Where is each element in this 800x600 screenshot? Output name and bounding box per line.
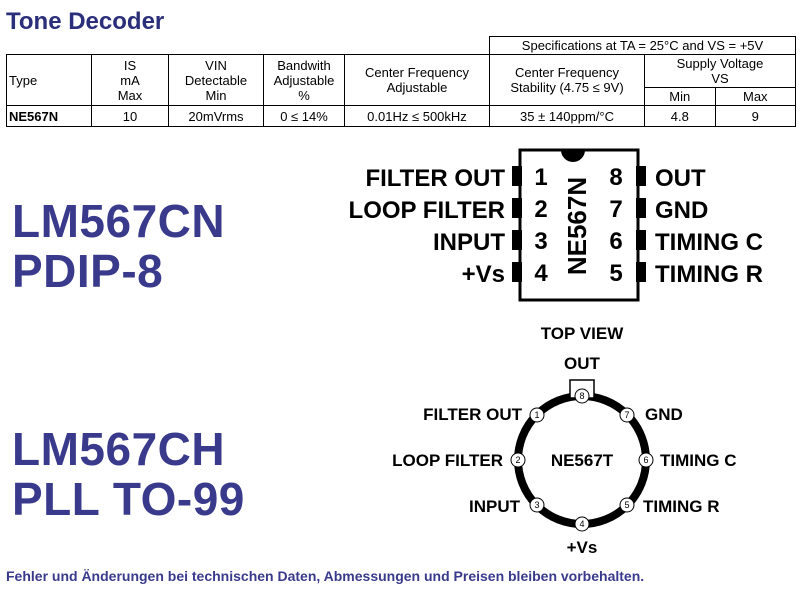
spec-header: Specifications at TA = 25°C and VS = +5V bbox=[489, 36, 796, 55]
pdip-pin-stub-7 bbox=[636, 198, 646, 218]
cell-is: 10 bbox=[91, 105, 169, 127]
to99-pin-name-1: FILTER OUT bbox=[423, 405, 522, 424]
to99-label-line1: LM567CH bbox=[12, 423, 226, 475]
to99-pin-name-6: TIMING C bbox=[660, 451, 737, 470]
pdip-pin-name-1: FILTER OUT bbox=[365, 165, 505, 192]
pdip-label-line1: LM567CN bbox=[12, 195, 226, 247]
to99-pin-num-6: 6 bbox=[643, 455, 648, 465]
pdip-label-line2: PDIP-8 bbox=[12, 245, 164, 297]
to99-pin-name-5: TIMING R bbox=[643, 497, 720, 516]
to99-pin-name-8: OUT bbox=[564, 354, 601, 373]
cell-type: NE567N bbox=[6, 105, 92, 127]
to99-pin-3: 3 bbox=[529, 497, 545, 513]
spec-table: Specifications at TA = 25°C and VS = +5V… bbox=[6, 36, 797, 127]
pdip-pin-stub-6 bbox=[636, 230, 646, 250]
col-type: Type bbox=[6, 54, 92, 106]
to99-pin-name-4: +Vs bbox=[567, 538, 598, 557]
pdip-pin-num-6: 6 bbox=[609, 228, 622, 255]
pdip-pin-name-4: +Vs bbox=[462, 261, 505, 288]
to99-chip-name: NE567T bbox=[551, 451, 614, 470]
to99-pin-4: 4 bbox=[574, 516, 590, 532]
pdip-pin-num-7: 7 bbox=[609, 196, 622, 223]
pdip-pin-num-5: 5 bbox=[609, 260, 622, 287]
page-title: Tone Decoder bbox=[6, 8, 165, 35]
pdip-pin-name-6: TIMING C bbox=[655, 229, 763, 256]
pdip-pin-num-3: 3 bbox=[534, 228, 547, 255]
cell-cs: 35 ± 140ppm/°C bbox=[489, 105, 645, 127]
to99-pin-1: 1 bbox=[529, 407, 545, 423]
to99-pin-num-4: 4 bbox=[579, 519, 584, 529]
table-row: NE567N 10 20mVrms 0 ≤ 14% 0.01Hz ≤ 500kH… bbox=[6, 105, 797, 127]
pdip-label: LM567CN PDIP-8 bbox=[12, 196, 225, 296]
to99-pin-5: 5 bbox=[619, 497, 635, 513]
pdip-pin-num-2: 2 bbox=[534, 196, 547, 223]
to99-pin-2: 2 bbox=[510, 452, 526, 468]
footer-disclaimer: Fehler und Änderungen bei technischen Da… bbox=[6, 568, 645, 584]
to99-pin-num-3: 3 bbox=[534, 500, 539, 510]
pdip-pin-stub-5 bbox=[636, 262, 646, 282]
cell-cf: 0.01Hz ≤ 500kHz bbox=[344, 105, 490, 127]
pdip-pin-name-3: INPUT bbox=[433, 229, 505, 256]
pdip-pin-name-7: GND bbox=[655, 197, 708, 224]
pdip-pin-name-2: LOOP FILTER bbox=[349, 197, 505, 224]
cell-vin: 20mVrms bbox=[168, 105, 264, 127]
to99-pin-num-2: 2 bbox=[515, 455, 520, 465]
pdip-pin-stub-2 bbox=[512, 198, 522, 218]
pdip-pin-name-8: OUT bbox=[655, 165, 706, 192]
pdip-pin-num-8: 8 bbox=[609, 164, 622, 191]
pdip-pin-stub-1 bbox=[512, 166, 522, 186]
to99-label: LM567CH PLL TO-99 bbox=[12, 424, 245, 524]
pdip-notch bbox=[561, 150, 585, 162]
to99-pin-num-1: 1 bbox=[534, 410, 539, 420]
pdip-package: 1 2 3 4 8 7 6 5 NE567N FILTER OUT LOOP F… bbox=[349, 148, 763, 302]
cell-bw: 0 ≤ 14% bbox=[263, 105, 345, 127]
to99-pin-name-3: INPUT bbox=[469, 497, 521, 516]
to99-pin-6: 6 bbox=[638, 452, 654, 468]
pdip-chip-name: NE567N bbox=[562, 177, 592, 275]
to99-pin-name-2: LOOP FILTER bbox=[392, 451, 503, 470]
to99-pin-num-5: 5 bbox=[624, 500, 629, 510]
to99-pin-name-7: GND bbox=[645, 405, 683, 424]
cell-vmin: 4.8 bbox=[644, 105, 716, 127]
pdip-pin-num-4: 4 bbox=[534, 260, 548, 287]
to99-pin-8: 8 bbox=[574, 388, 590, 404]
pdip-pin-stub-4 bbox=[512, 262, 522, 282]
to99-pin-num-8: 8 bbox=[579, 391, 584, 401]
to99-package: TOP VIEW NE567T 8 1 7 2 6 3 bbox=[392, 324, 736, 557]
pdip-pin-stub-8 bbox=[636, 166, 646, 186]
pdip-pin-num-1: 1 bbox=[534, 164, 547, 191]
to99-view-label: TOP VIEW bbox=[541, 324, 624, 343]
pdip-pin-stub-3 bbox=[512, 230, 522, 250]
pdip-pin-name-5: TIMING R bbox=[655, 261, 763, 288]
to99-label-line2: PLL TO-99 bbox=[12, 473, 245, 525]
to99-pin-7: 7 bbox=[619, 407, 635, 423]
cell-vmax: 9 bbox=[714, 105, 797, 127]
pdip-body bbox=[518, 148, 640, 302]
to99-pin-num-7: 7 bbox=[624, 410, 629, 420]
